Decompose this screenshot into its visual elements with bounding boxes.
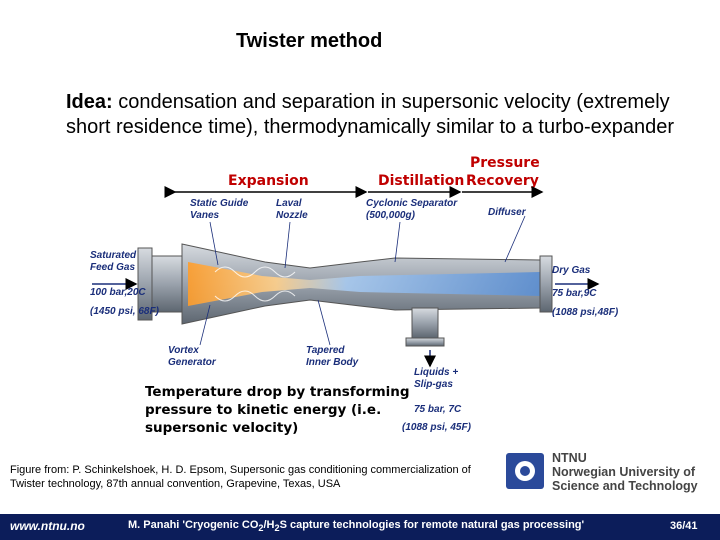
footer-author: M. Panahi bbox=[128, 519, 183, 531]
footer-bar: www.ntnu.no M. Panahi 'Cryogenic CO2/H2S… bbox=[0, 514, 720, 540]
note-line-1: Temperature drop by transforming bbox=[145, 384, 410, 400]
footer-url: www.ntnu.no bbox=[10, 519, 85, 533]
dry-pressure-label: 75 bar,9C bbox=[552, 288, 597, 299]
note-line-3: supersonic velocity) bbox=[145, 420, 299, 436]
ntnu-line-1: NTNU bbox=[552, 451, 587, 465]
slip-gas-text: Slip-gas bbox=[414, 379, 453, 390]
footer-talk-c: S capture technologies for remote natura… bbox=[279, 519, 585, 531]
vanes-text: Vanes bbox=[190, 210, 220, 221]
tapered-text: Tapered bbox=[306, 345, 345, 356]
saturated-text: Saturated bbox=[90, 250, 137, 261]
cyclonic-separator-label: Cyclonic Separator(500,000g) bbox=[366, 198, 457, 222]
static-guide-text: Static Guide bbox=[190, 198, 249, 209]
idea-body: condensation and separation in supersoni… bbox=[66, 91, 675, 138]
pressure-label: Pressure bbox=[470, 155, 540, 171]
generator-text: Generator bbox=[168, 357, 216, 368]
liquids-psi-label: (1088 psi, 45F) bbox=[402, 422, 471, 433]
twister-tube bbox=[137, 243, 553, 347]
inlet-psi-label: (1450 psi, 68F) bbox=[90, 306, 159, 317]
ntnu-wordmark: NTNU Norwegian University of Science and… bbox=[552, 451, 698, 493]
cyclonic-g-text: (500,000g) bbox=[366, 210, 415, 221]
feed-gas-text: Feed Gas bbox=[90, 262, 136, 273]
distillation-label: Distillation bbox=[378, 173, 465, 189]
diffuser-label: Diffuser bbox=[488, 207, 526, 218]
footer-talk-b: /H bbox=[263, 519, 275, 531]
expansion-label: Expansion bbox=[228, 173, 309, 189]
idea-text: Idea: condensation and separation in sup… bbox=[66, 90, 706, 140]
idea-label: Idea: bbox=[66, 91, 113, 113]
liquids-slip-gas-label: Liquids +Slip-gas bbox=[414, 367, 458, 391]
inlet-pressure-label: 100 bar,20C bbox=[90, 287, 146, 298]
flow-arrows bbox=[92, 278, 600, 368]
ntnu-line-3: Science and Technology bbox=[552, 479, 698, 493]
recovery-label: Recovery bbox=[466, 173, 539, 189]
temperature-drop-note: Temperature drop by transforming pressur… bbox=[145, 383, 410, 437]
ntnu-logo-icon bbox=[506, 453, 544, 489]
vortex-text: Vortex bbox=[168, 345, 199, 356]
page-number: 36/41 bbox=[670, 520, 698, 532]
leader-lines bbox=[199, 215, 526, 346]
liquids-text: Liquids + bbox=[414, 367, 459, 378]
cyclonic-text: Cyclonic Separator bbox=[366, 198, 458, 209]
footer-talk-a: 'Cryogenic CO bbox=[182, 519, 259, 531]
nozzle-text: Nozzle bbox=[276, 210, 308, 221]
figure-citation: Figure from: P. Schinkelshoek, H. D. Eps… bbox=[10, 464, 471, 490]
laval-text: Laval bbox=[276, 198, 302, 209]
footer-sub-b: 2 bbox=[274, 523, 280, 534]
dry-psi-label: (1088 psi,48F) bbox=[552, 307, 619, 318]
inner-body-text: Inner Body bbox=[306, 357, 359, 368]
footer-sub-a: 2 bbox=[258, 523, 264, 534]
slide-title: Twister method bbox=[236, 30, 383, 52]
ntnu-line-2: Norwegian University of bbox=[552, 465, 696, 479]
liquids-pressure-label: 75 bar, 7C bbox=[414, 404, 462, 415]
footer-talk-title: M. Panahi 'Cryogenic CO2/H2S capture tec… bbox=[128, 519, 584, 533]
note-line-2: pressure to kinetic energy (i.e. bbox=[145, 402, 382, 418]
dry-gas-label: Dry Gas bbox=[552, 265, 591, 276]
